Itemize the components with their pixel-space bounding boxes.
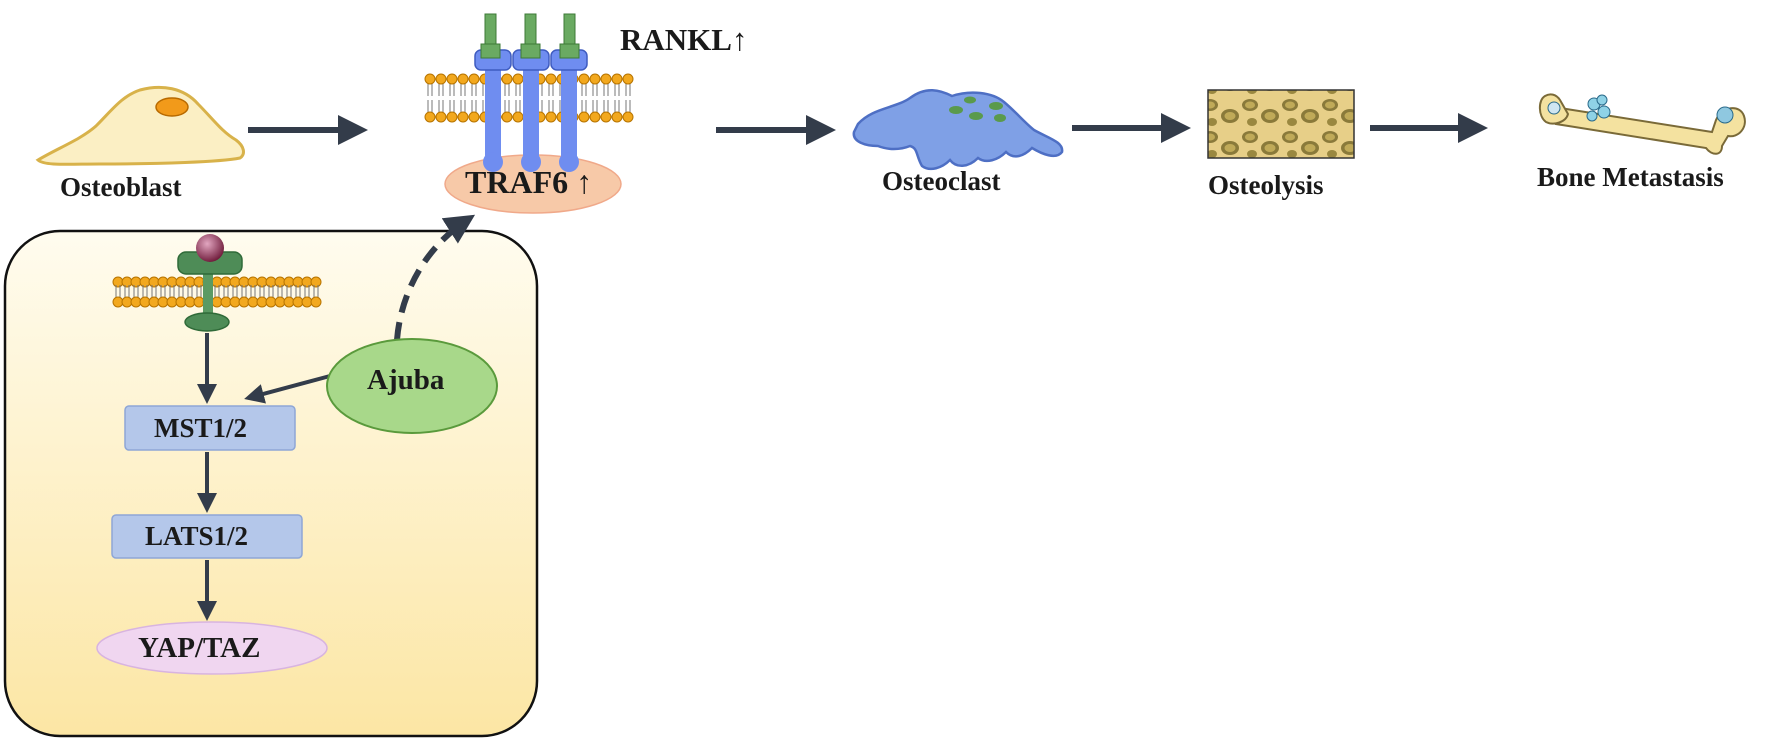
arrow-ajuba-to-mst: [244, 374, 331, 404]
rank-receptors: [474, 13, 588, 172]
dashed-arrow-ajuba-to-traf6: [394, 214, 476, 341]
osteolysis-icon: [1207, 89, 1355, 159]
nucleus-icon: [155, 97, 189, 117]
osteolysis-label: Osteolysis: [1208, 170, 1324, 200]
ajuba-label: Ajuba: [367, 364, 445, 396]
osteoblast-label: Osteoblast: [60, 172, 182, 202]
rankl-label: RANKL↑: [620, 22, 748, 57]
mst-node: [124, 405, 296, 451]
membrane-receptor-icon: [177, 234, 243, 332]
traf6-label: TRAF6 ↑: [465, 164, 593, 200]
bone-metastasis-icon: [1538, 93, 1746, 155]
osteoclast-label: Osteoclast: [882, 166, 1001, 196]
lats-node: [111, 514, 303, 559]
osteoclast-icon: [852, 89, 1064, 171]
ligand-ball-icon: [196, 234, 224, 262]
osteoblast-icon: [35, 85, 245, 166]
lats-label: LATS1/2: [145, 521, 249, 551]
rank-receptor-2: [512, 13, 550, 172]
bone-metastasis-label: Bone Metastasis: [1537, 162, 1724, 192]
rank-receptor-1: [474, 13, 512, 172]
yap-taz-label: YAP/TAZ: [138, 632, 261, 664]
ajuba-node: [326, 338, 498, 434]
yap-taz-node: [96, 621, 328, 675]
rank-receptor-3: [550, 13, 588, 172]
mst-label: MST1/2: [154, 413, 248, 443]
